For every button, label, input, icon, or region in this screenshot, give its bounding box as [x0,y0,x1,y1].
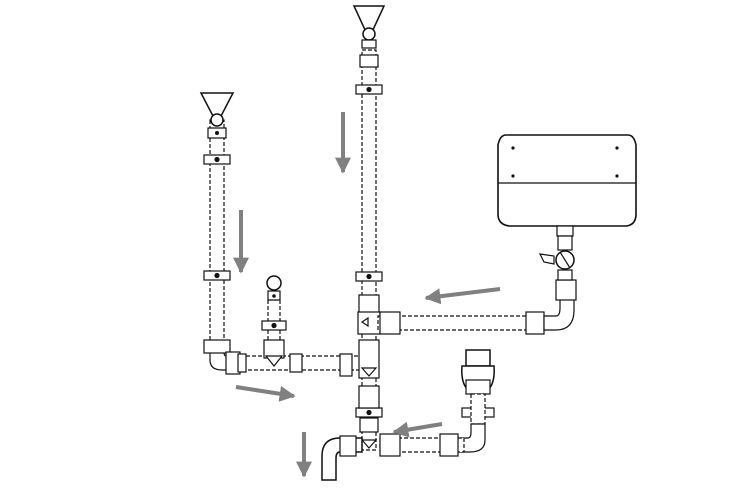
small-vent-branch [261,299,287,367]
wall-cistern [497,134,637,237]
flow-arrows [233,112,501,478]
right-inlet-pipe [379,393,486,457]
cistern-icon [497,134,637,227]
flow-arrow-cistern-branch [424,287,501,305]
left-riser [209,119,225,346]
cistern-float-valve [538,235,575,281]
outlet-bend [321,435,363,481]
small-vent-valve [266,275,282,301]
center-funnel-inlet [352,5,386,68]
center-riser-clamps [355,84,383,418]
lower-horizontal-pipe [225,351,369,377]
flow-arrow-lower-branch [235,385,296,402]
flow-arrow-right-inlet [392,421,443,438]
left-riser-clamps [203,154,231,281]
left-funnel-inlet [199,92,235,139]
valve-icon [266,275,282,291]
center-riser-fittings [357,294,381,449]
cistern-branch-pipe [377,279,577,335]
